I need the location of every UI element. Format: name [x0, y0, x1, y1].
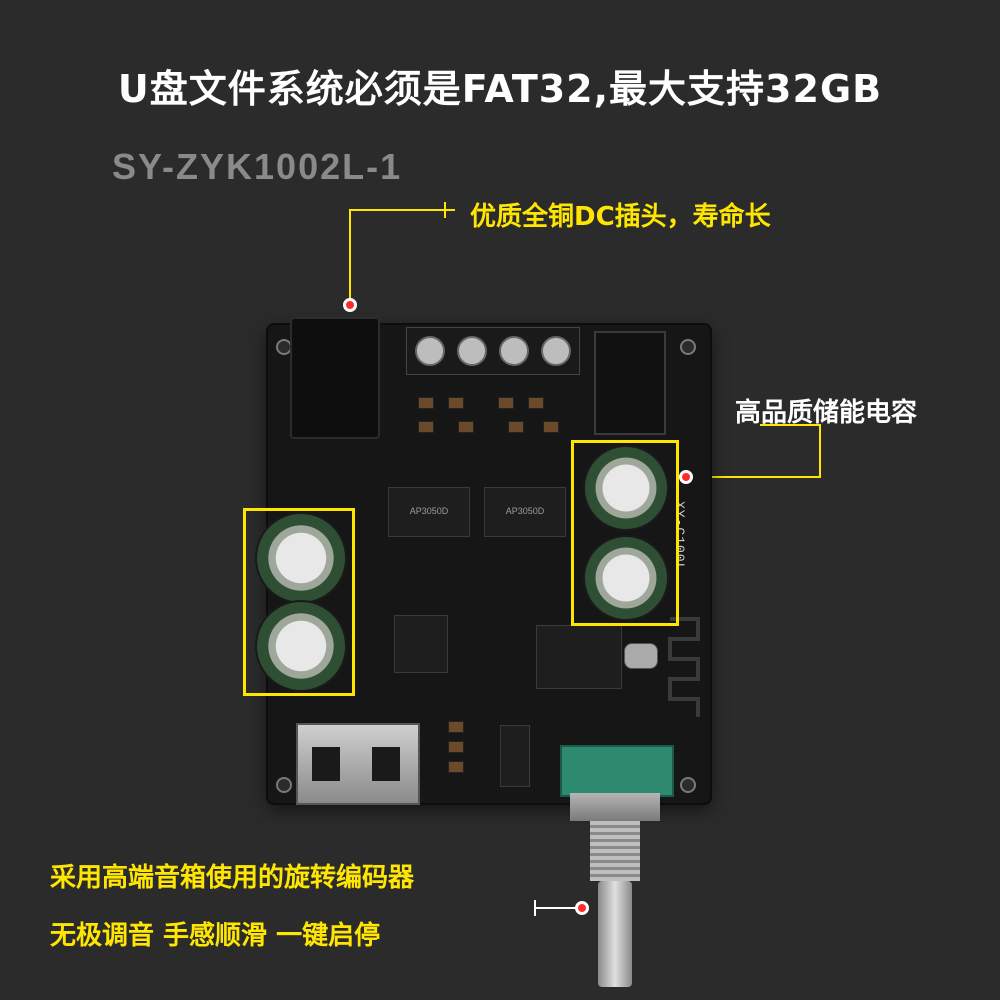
speaker-terminal-block [406, 327, 580, 375]
audio-jack [594, 331, 666, 435]
mount-hole [276, 777, 292, 793]
rotary-encoder [560, 745, 674, 995]
antenna-trace [668, 617, 700, 717]
tf-slot [500, 725, 530, 787]
dc-jack [290, 317, 380, 439]
decoder-ic [536, 625, 622, 689]
dc-jack-callout: 优质全铜DC插头，寿命长 [470, 202, 771, 232]
headline: U盘文件系统必须是FAT32,最大支持32GB [117, 67, 883, 111]
marker-dot [679, 470, 693, 484]
usb-port [296, 723, 420, 805]
crystal [624, 643, 658, 669]
capacitor [583, 535, 669, 621]
capacitor [583, 445, 669, 531]
voltage-regulator [394, 615, 448, 673]
right-capacitor-highlight [571, 440, 679, 626]
encoder-callout-line2: 无极调音 手感顺滑 一键启停 [50, 921, 381, 951]
encoder-callout-line1: 采用高端音箱使用的旋转编码器 [50, 863, 415, 893]
board-silkscreen: XY-C100L [672, 501, 687, 572]
mount-hole [680, 339, 696, 355]
encoder-body [560, 745, 674, 797]
marker-dot [343, 298, 357, 312]
amplifier-chip: AP3050D [388, 487, 470, 537]
capacitor [255, 600, 347, 692]
encoder-shaft [598, 881, 632, 987]
capacitor-callout: 高品质储能电容 [735, 398, 918, 428]
marker-dot [575, 901, 589, 915]
model-number: SY-ZYK1002L-1 [112, 146, 403, 187]
amplifier-chip: AP3050D [484, 487, 566, 537]
mount-hole [680, 777, 696, 793]
left-capacitor-highlight [243, 508, 355, 696]
